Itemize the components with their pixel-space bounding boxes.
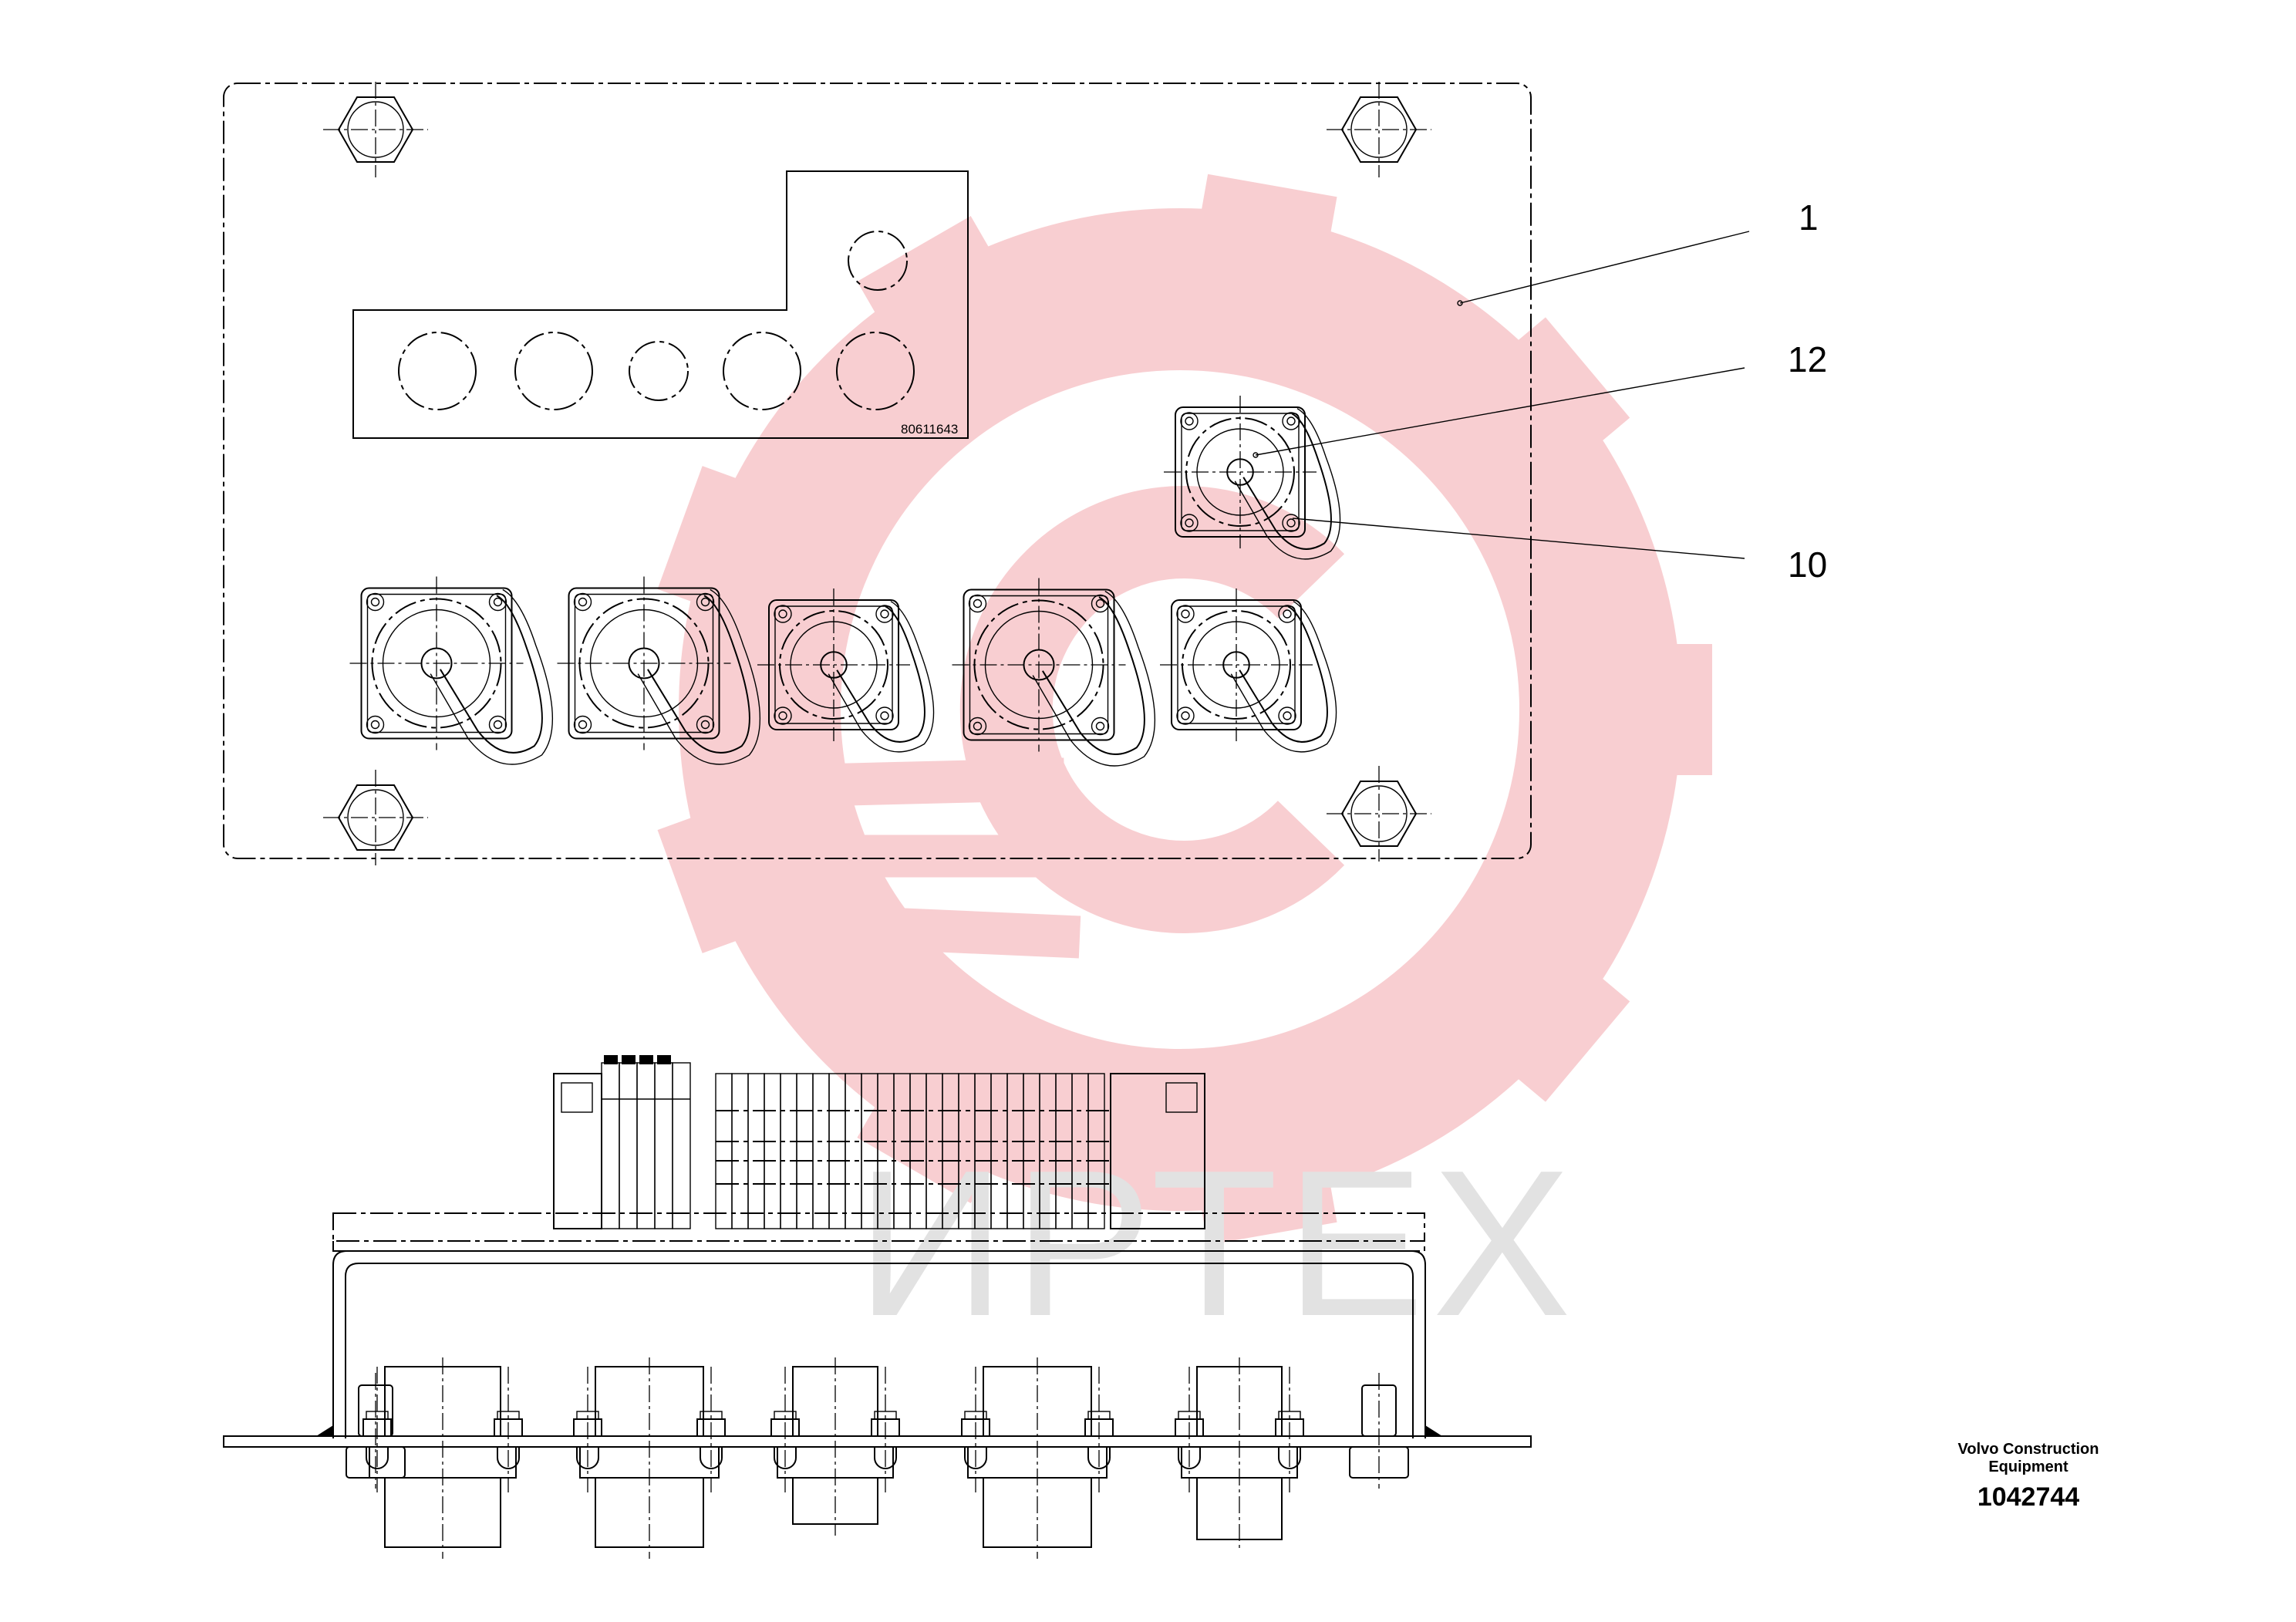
- assembly-side-view: [223, 1055, 1532, 1559]
- corner-bolt: [1327, 766, 1431, 862]
- label-plate: 80611643: [352, 170, 969, 439]
- callout-12: 12: [1788, 339, 1827, 379]
- callout-1: 1: [1799, 197, 1819, 238]
- side-bolt-left: [346, 1373, 406, 1489]
- side-bolt-right: [1349, 1373, 1409, 1489]
- manufacturer-line1: Volvo Construction: [1957, 1441, 2099, 1458]
- side-connector-3: [770, 1357, 900, 1536]
- side-connector-1: [362, 1357, 523, 1559]
- callout-leaders: [1253, 231, 1750, 559]
- socket-4: [952, 578, 1156, 767]
- plate-part-number: 80611643: [901, 422, 958, 437]
- socket-3: [757, 588, 935, 753]
- corner-bolt: [323, 82, 428, 177]
- side-connector-5: [1175, 1357, 1304, 1551]
- side-connector-4: [961, 1357, 1114, 1559]
- side-connector-2: [573, 1357, 726, 1559]
- socket-1: [349, 576, 554, 765]
- watermark-text: ИРТЕХ: [856, 1128, 1579, 1360]
- manufacturer-line2: Equipment: [1988, 1458, 2068, 1475]
- plate-top-view: 80611643 1 12 10: [223, 82, 1827, 865]
- callout-10: 10: [1788, 545, 1827, 585]
- socket-upper: [1164, 396, 1341, 560]
- drawing-number: 1042744: [1977, 1482, 2080, 1512]
- socket-2: [557, 576, 761, 765]
- watermark-gear-logo: [657, 174, 1712, 1246]
- corner-bolt: [1327, 82, 1431, 177]
- corner-bolt: [323, 770, 428, 865]
- socket-5: [1160, 588, 1337, 753]
- title-block: Volvo Construction Equipment 1042744: [1913, 1441, 2144, 1512]
